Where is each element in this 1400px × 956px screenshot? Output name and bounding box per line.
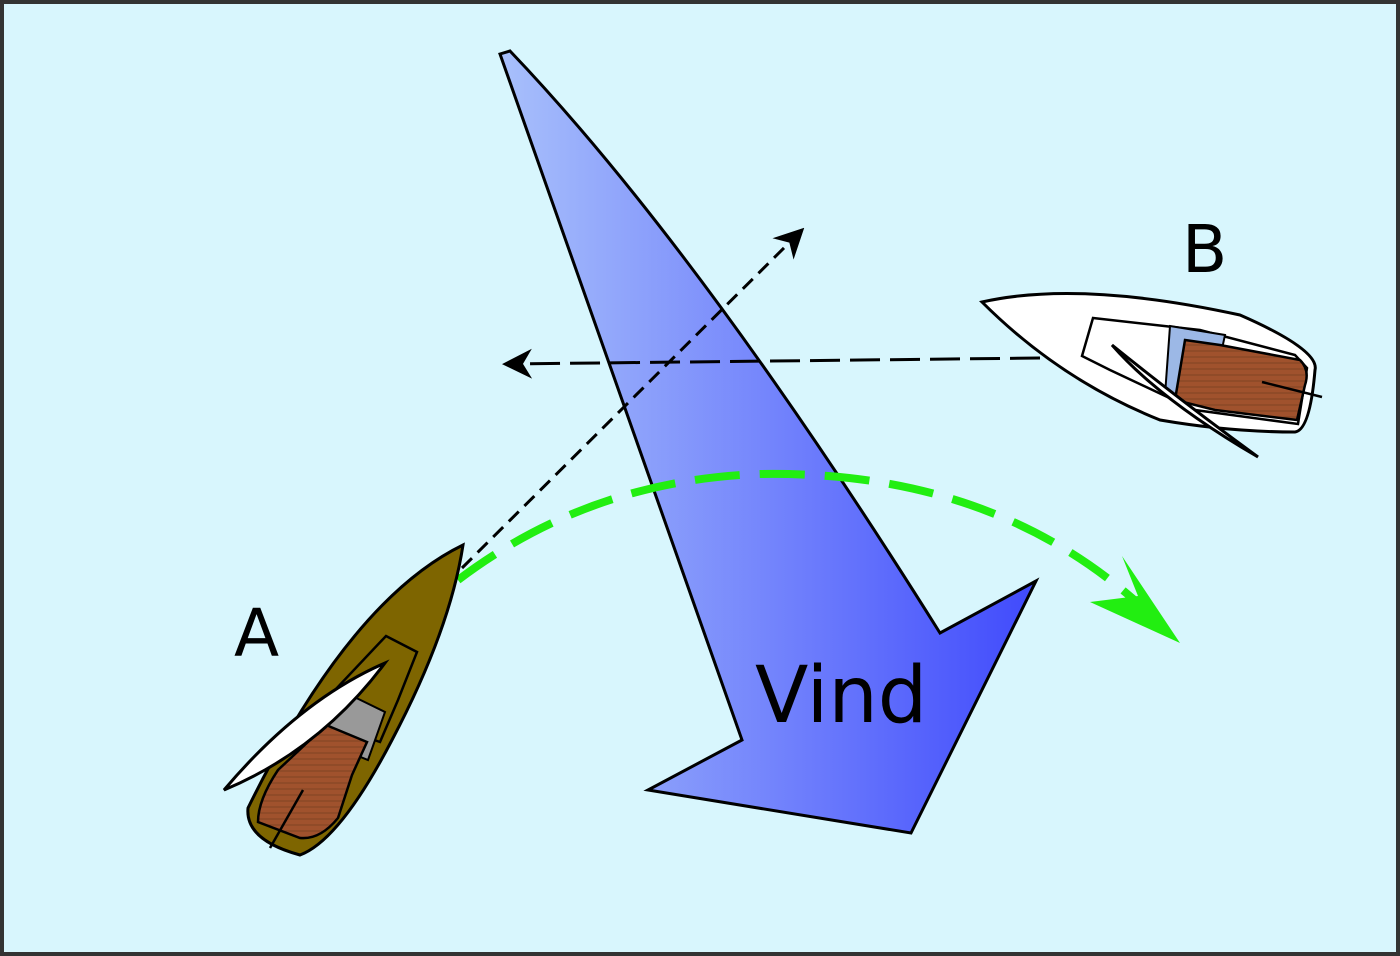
- tack-path-arc: [455, 469, 1143, 608]
- boat-b-deck: [1173, 338, 1308, 422]
- boat-a-tiller: [268, 789, 305, 849]
- boat-b-course-line: [502, 348, 1041, 379]
- wind-label: Vind: [755, 651, 927, 741]
- boat-a: [222, 542, 465, 857]
- boat-b: [979, 292, 1323, 459]
- boat-b-sail: [1110, 343, 1259, 459]
- boat-a-course-line: [460, 227, 805, 570]
- wind-arrow: [498, 49, 1040, 835]
- boat-a-label: A: [234, 595, 279, 672]
- boat-b-tiller: [1261, 380, 1323, 399]
- tack-path-arrowhead: [1090, 556, 1180, 643]
- boat-a-sail: [222, 659, 390, 792]
- boat-a-deck: [256, 723, 369, 840]
- boat-b-cockpit: [1080, 316, 1309, 426]
- boat-b-label: B: [1182, 211, 1227, 288]
